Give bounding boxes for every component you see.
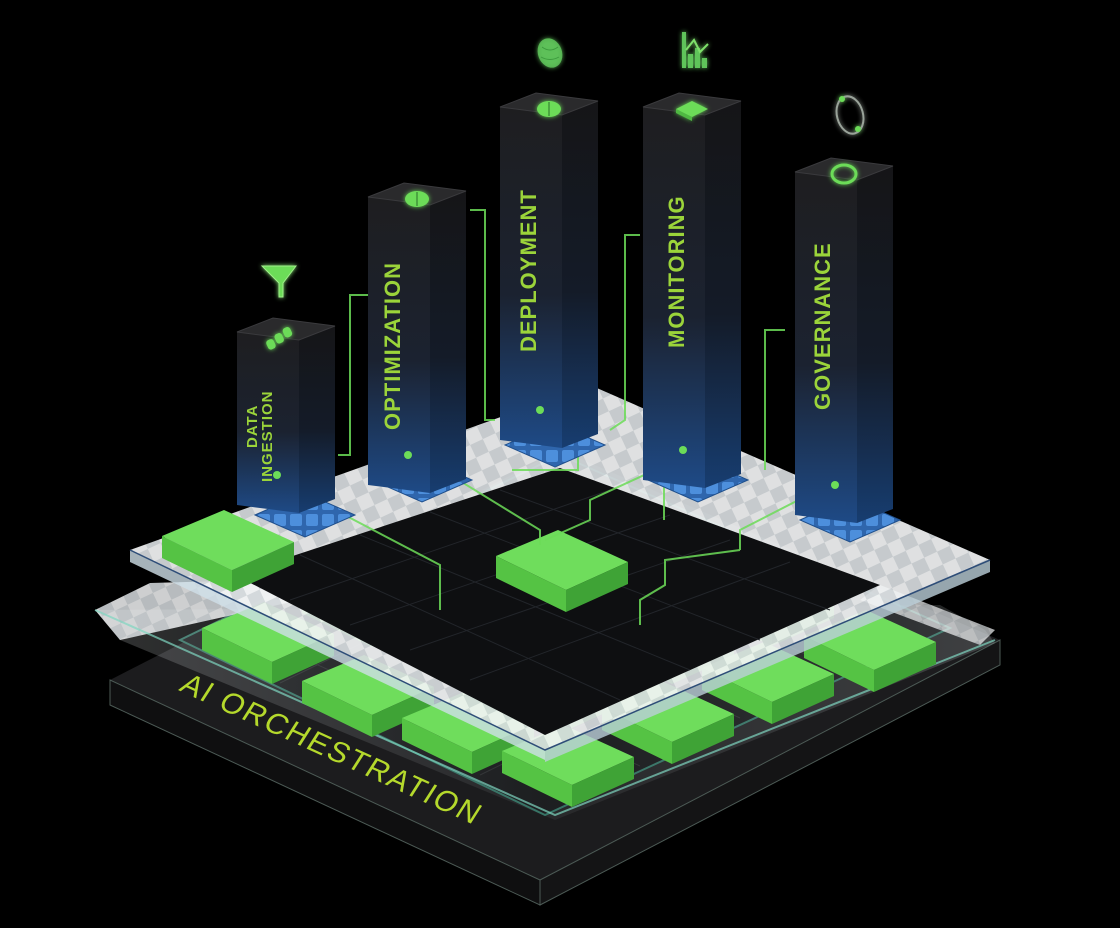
pillar-top	[794, 157, 894, 181]
pillar-front	[237, 332, 299, 513]
upper-glass-edge	[129, 549, 991, 751]
block-right	[232, 542, 294, 592]
block-right	[772, 674, 834, 724]
pillar-governance	[794, 157, 902, 543]
pillar-deployment	[499, 92, 607, 468]
wire-side-3	[609, 234, 640, 431]
gauge-icon	[405, 191, 429, 207]
pillar-front	[500, 107, 562, 448]
wire-side-2	[470, 209, 495, 421]
pillar-front	[368, 197, 430, 493]
connector-node	[404, 451, 412, 459]
pillar-monitoring	[642, 92, 750, 503]
block-right	[572, 757, 634, 807]
block-left	[502, 751, 572, 807]
pillar-optimization	[367, 182, 474, 503]
lower-glass-edge	[94, 609, 996, 817]
stacked-bars-icon	[266, 327, 293, 350]
block-left	[162, 536, 232, 592]
block-right	[566, 562, 628, 612]
pillar-label-optimization: OPTIMIZATION	[380, 262, 405, 430]
connector-node	[679, 446, 687, 454]
block-left	[402, 718, 472, 774]
pillar-side	[299, 326, 335, 513]
refresh-icon	[830, 163, 858, 185]
layers-icon	[676, 101, 708, 121]
pillar-data-ingestion	[236, 317, 357, 538]
cycle-icon	[835, 95, 865, 135]
wire-side-4	[764, 329, 785, 470]
block-top	[302, 655, 434, 715]
pillar-side	[430, 191, 466, 493]
block-right	[672, 714, 734, 764]
connector-node	[831, 481, 839, 489]
pillar-front	[643, 107, 705, 488]
block-top	[496, 530, 628, 590]
pillar-labels: DATA INGESTION OPTIMIZATION DEPLOYMENT M…	[244, 189, 835, 482]
pillar-side	[562, 101, 598, 448]
floating-icons	[260, 32, 865, 298]
block-top	[162, 510, 294, 570]
block-left	[302, 681, 372, 737]
pillar-side	[705, 101, 741, 488]
block-left	[202, 628, 272, 684]
pillar-label-data-ingestion-1: DATA	[244, 405, 261, 448]
green-block-center	[496, 530, 628, 612]
base-right-side	[539, 639, 1001, 906]
pillar-label-deployment: DEPLOYMENT	[516, 189, 541, 352]
wire-governance-2	[639, 549, 741, 625]
pillar-label-monitoring: MONITORING	[664, 195, 689, 348]
network-cluster-icon	[537, 101, 561, 117]
pillar-label-data-ingestion-2: INGESTION	[259, 390, 276, 482]
chart-icon	[682, 32, 709, 68]
wire-side-1	[338, 294, 368, 456]
pillar-front	[795, 172, 857, 523]
pillars	[236, 92, 902, 543]
pillar-label-governance: GOVERNANCE	[810, 242, 835, 410]
funnel-icon	[260, 265, 298, 298]
globe-icon	[537, 38, 563, 68]
block-right	[874, 642, 936, 692]
connector-node	[273, 471, 281, 479]
block-left	[496, 556, 566, 612]
green-block-upper-left	[162, 510, 294, 592]
green-blocks-upper	[162, 510, 628, 612]
connector-node	[536, 406, 544, 414]
block-left	[804, 636, 874, 692]
block-top	[202, 602, 334, 662]
pillar-side	[857, 166, 893, 523]
